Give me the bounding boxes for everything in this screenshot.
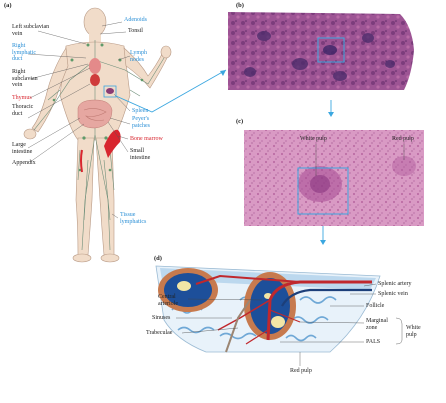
label-splenic-artery: Splenic artery xyxy=(378,281,412,288)
label-white-pulp-bracket: White pulp xyxy=(406,325,421,338)
label-pals: PALS xyxy=(366,339,380,346)
label-lymph-nodes: Lymph nodes xyxy=(130,50,147,63)
label-left-subclavian-vein: Left subclavian vein xyxy=(12,24,49,37)
label-right-subclavian-vein: Right subclavian vein xyxy=(12,69,38,89)
label-large-intestine: Large intestine xyxy=(12,142,32,155)
splenic-tissue-schematic xyxy=(156,266,380,352)
label-bone-marrow: Bone marrow xyxy=(130,136,163,143)
label-adenoids: Adenoids xyxy=(124,17,147,24)
label-white-pulp: White pulp xyxy=(300,136,327,143)
label-follicle: Follicle xyxy=(366,303,384,310)
panel-label-b: (b) xyxy=(236,2,244,9)
panel-label-a: (a) xyxy=(4,2,12,9)
spleen-section-image xyxy=(228,12,414,90)
label-central-arteriole: Central arteriole xyxy=(158,294,178,307)
body-illustration xyxy=(24,8,171,262)
label-trabeculae: Trabeculae xyxy=(146,330,172,337)
label-marginal-zone: Marginal zone xyxy=(366,318,388,331)
label-right-lymphatic-duct: Right lymphatic duct xyxy=(12,43,36,63)
label-thoracic-duct: Thoracic duct xyxy=(12,104,33,117)
label-tissue-lymphatics: Tissue lymphatics xyxy=(120,212,146,225)
white-pulp-section-image xyxy=(244,130,424,226)
label-splenic-vein: Splenic vein xyxy=(378,291,408,298)
label-appendix: Appendix xyxy=(12,160,36,167)
arrow-a-to-b xyxy=(116,70,226,112)
label-red-pulp-c: Red pulp xyxy=(392,136,414,143)
label-thymus: Thymus xyxy=(12,95,32,102)
label-red-pulp-d: Red pulp xyxy=(290,368,312,375)
label-sinuses: Sinuses xyxy=(152,315,170,322)
label-small-intestine: Small intestine xyxy=(130,148,150,161)
label-peyers-patches: Peyer's patches xyxy=(132,116,150,129)
arrow-b-to-c-head xyxy=(328,112,334,117)
label-spleen: Spleen xyxy=(132,108,148,115)
label-tonsil: Tonsil xyxy=(128,28,143,35)
panel-label-d: (d) xyxy=(154,255,162,262)
panel-label-c: (c) xyxy=(236,118,243,125)
arrow-c-to-d-head xyxy=(320,240,326,245)
